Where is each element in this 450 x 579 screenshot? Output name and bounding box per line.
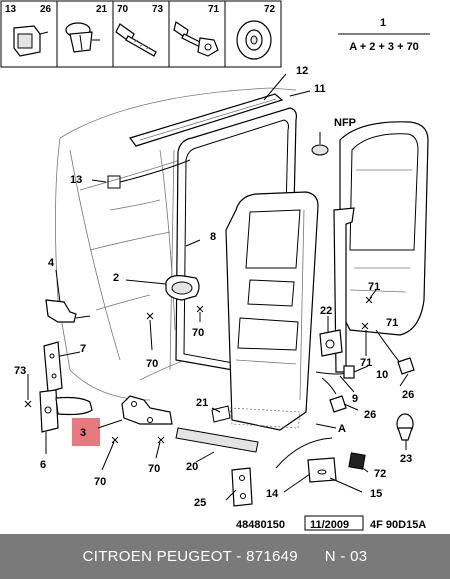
bracket-part-4 — [45, 299, 91, 323]
callout-14: 14 — [266, 488, 279, 500]
callout-7: 7 — [80, 343, 86, 355]
date-box — [304, 515, 364, 531]
door-window — [245, 209, 301, 269]
door-handle-part-2 — [165, 275, 200, 301]
legend-box-5 — [224, 0, 282, 68]
assembly-formula: A + 2 + 3 + 70 — [349, 41, 419, 53]
footer-bar — [0, 534, 450, 579]
reference-code: 4F 90D15A — [370, 519, 426, 531]
callout-3: 3 — [80, 427, 86, 439]
fastener-legend: 13 26 21 70 73 71 72 — [0, 0, 430, 68]
cap-nfp — [311, 144, 329, 156]
reference-number: 48480150 — [236, 519, 285, 531]
legend-1-left-label: 13 — [5, 4, 17, 15]
legend-2-right-label: 21 — [96, 4, 108, 15]
rear-door-right — [339, 121, 429, 336]
callout-4: 4 — [48, 257, 55, 269]
callout-labels: 12 11 NFP 13 8 4 2 71 70 22 71 7 70 71 7… — [14, 65, 414, 509]
callout-9: 9 — [352, 393, 358, 405]
callout-71-right: 71 — [386, 317, 398, 329]
callout-21: 21 — [196, 397, 208, 409]
callout-8: 8 — [210, 231, 216, 243]
callout-71-lower: 71 — [360, 357, 372, 369]
latch-plate-part-25 — [231, 467, 253, 507]
badge-part-21 — [211, 405, 301, 429]
clip-fastener-icon — [13, 25, 49, 57]
assembly-number: 1 — [380, 17, 386, 29]
trim-strip-part-20 — [175, 427, 259, 453]
callout-15: 15 — [370, 488, 382, 500]
callout-73: 73 — [14, 365, 26, 377]
rear-door-left — [225, 191, 319, 431]
clip-part-10 — [343, 365, 355, 379]
footer-caption: CITROEN PEUGEOT - 871649 N - 03 — [82, 548, 368, 565]
callout-70-door: 70 — [192, 327, 204, 339]
legend-3-left-label: 70 — [117, 4, 129, 15]
callout-13: 13 — [70, 174, 82, 186]
callout-22: 22 — [320, 305, 332, 317]
callout-11: 11 — [314, 83, 326, 95]
connector-part-26-lower — [329, 395, 347, 413]
hinge-part-7 — [43, 341, 63, 393]
callout-26-upper: 26 — [402, 389, 414, 401]
callout-20: 20 — [186, 461, 198, 473]
callout-72: 72 — [374, 468, 386, 480]
legend-1-right-label: 26 — [40, 4, 52, 15]
legend-5-right-label: 72 — [264, 4, 276, 15]
callout-12: 12 — [296, 65, 308, 77]
callout-nfp: NFP — [334, 117, 356, 129]
callout-23: 23 — [400, 453, 412, 465]
door-check-part-3 — [121, 395, 173, 425]
part-15-guide — [275, 437, 333, 469]
callout-25: 25 — [194, 497, 206, 509]
callout-70-frame: 70 — [146, 358, 158, 370]
callout-70-hinge: 70 — [94, 476, 106, 488]
legend-4-right-label: 71 — [208, 4, 220, 15]
striker-part-22 — [319, 329, 343, 357]
square-marker-part-13 — [107, 175, 121, 189]
cross-markers — [24, 296, 373, 444]
callout-71-upper: 71 — [368, 281, 380, 293]
reference-line: 48480150 11/2009 4F 90D15A — [236, 515, 426, 531]
grommet-icon — [236, 20, 272, 60]
reference-date: 11/2009 — [310, 519, 349, 531]
push-rivet-icon — [65, 22, 100, 53]
callout-10: 10 — [376, 369, 388, 381]
callout-2: 2 — [113, 272, 119, 284]
grommet-part-23 — [396, 413, 414, 441]
callout-26-lower: 26 — [364, 409, 376, 421]
part-3-highlight — [72, 418, 100, 446]
connector-part-26-upper — [397, 357, 415, 375]
callout-70-check: 70 — [148, 463, 160, 475]
callout-a: A — [338, 423, 346, 435]
leader-lines — [27, 73, 409, 501]
hinge-part-6 — [39, 389, 93, 433]
bolt-nut-icon — [173, 21, 219, 57]
legend-3-right-label: 73 — [152, 4, 164, 15]
callout-6: 6 — [40, 459, 46, 471]
pad-part-72 — [348, 452, 366, 470]
screw-icon — [115, 23, 157, 57]
